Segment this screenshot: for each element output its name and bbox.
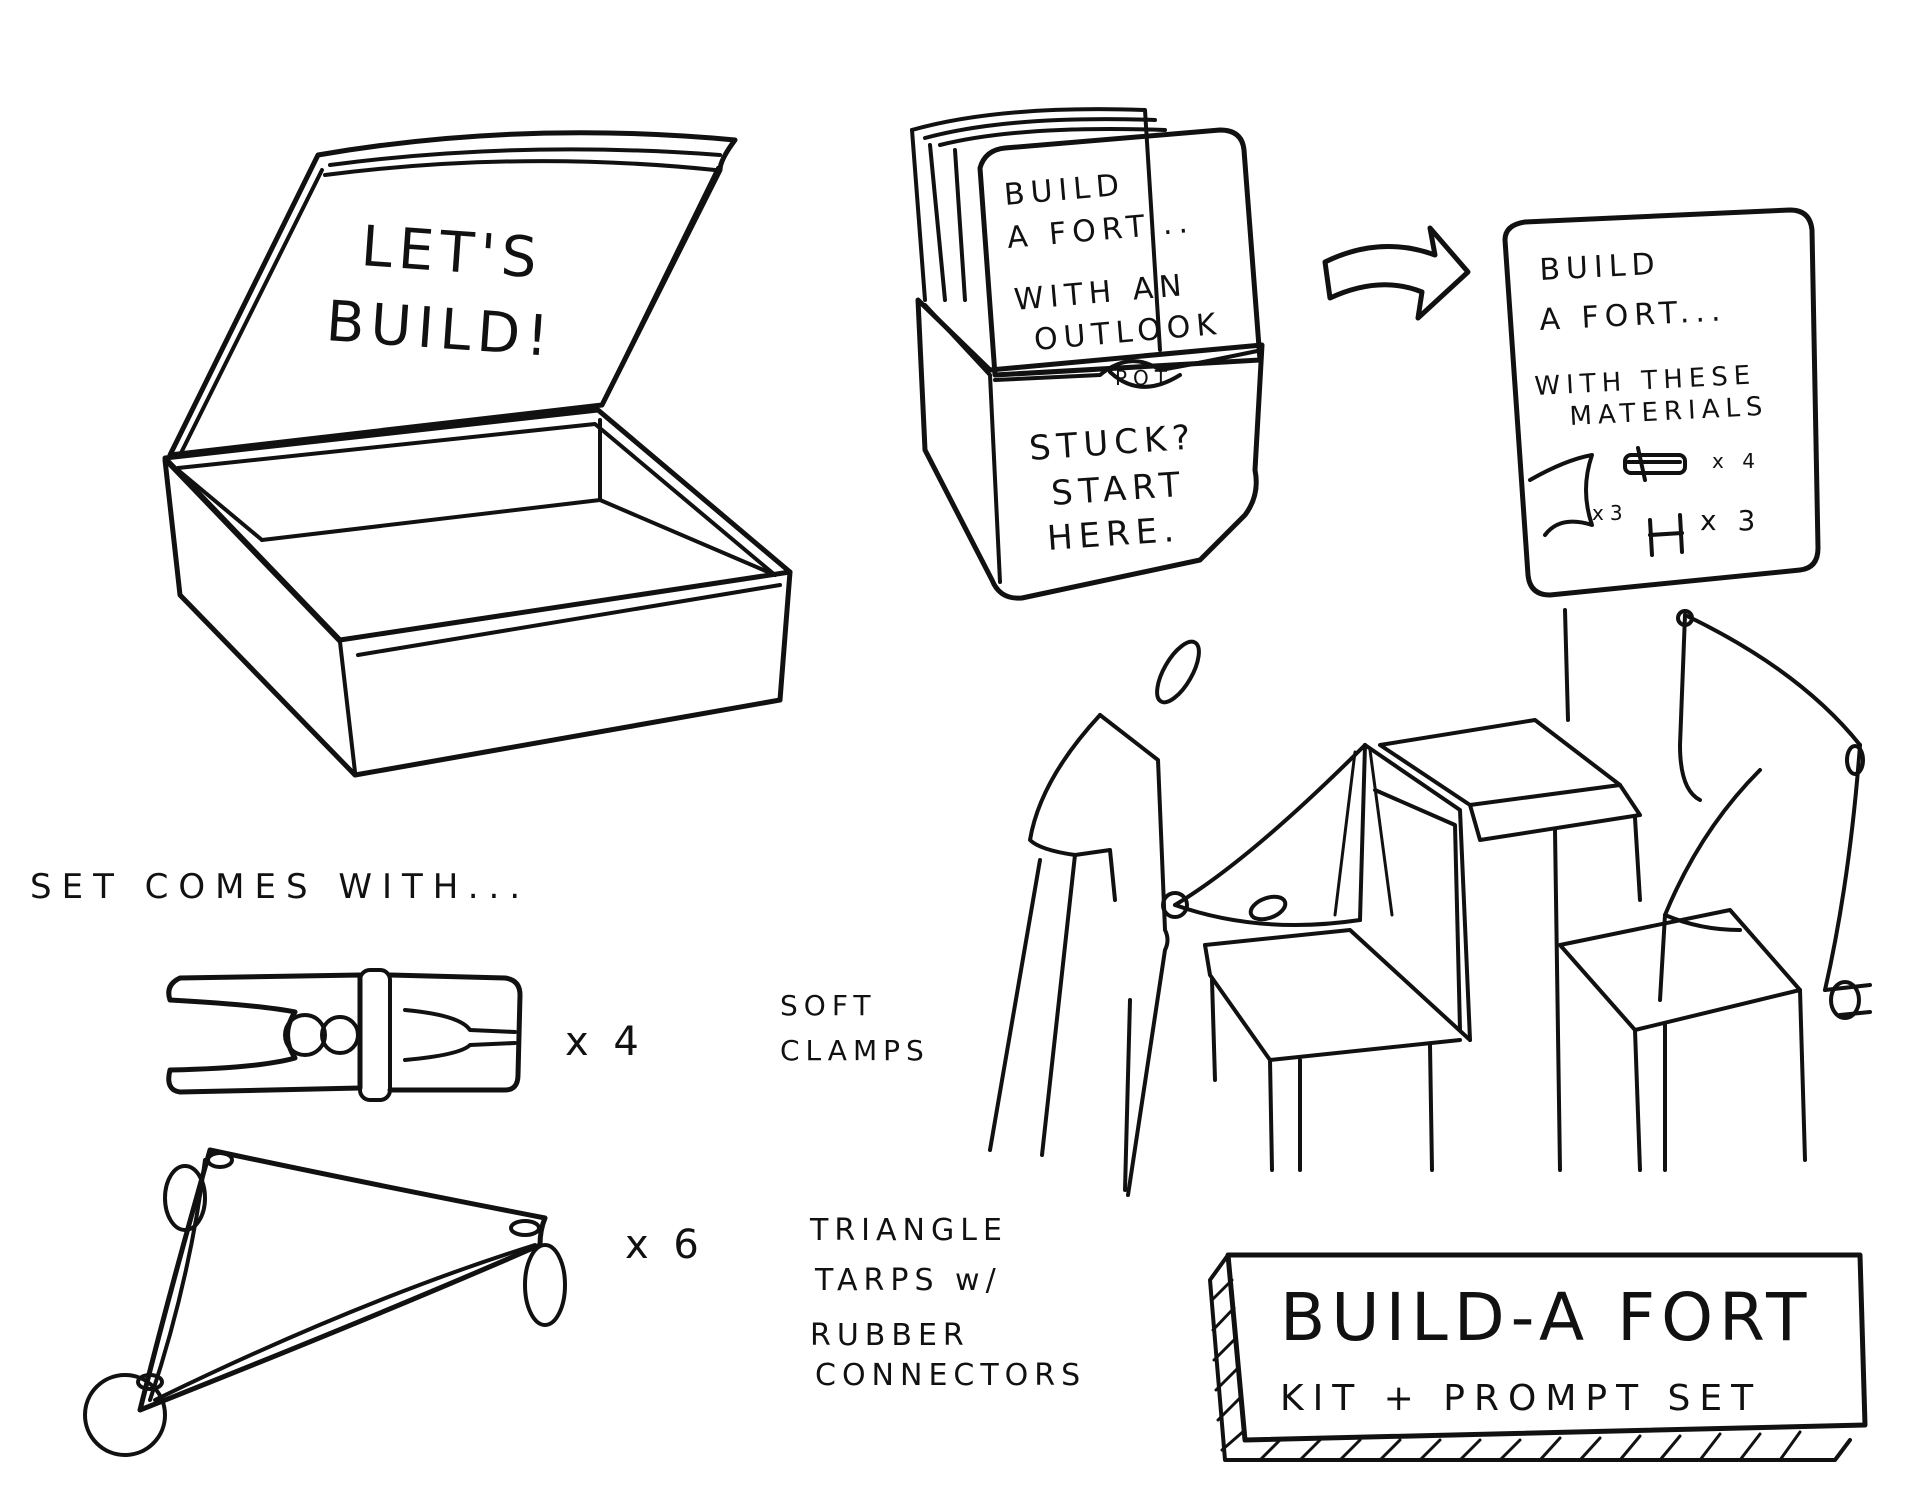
clamps-qty: x 4 <box>565 1019 645 1065</box>
materials-card-line1: BUILD <box>1539 247 1662 288</box>
tarps-qty: x 6 <box>625 1222 705 1268</box>
materials-card-qty-connectors: x 3 <box>1700 504 1761 537</box>
materials-card-line2: A FORT... <box>1539 293 1728 338</box>
contents-heading: SET COMES WITH... <box>30 867 530 907</box>
deck-card-line3: WITH AN <box>1013 268 1189 318</box>
open-box-illustration <box>162 130 793 778</box>
box-lid-line2: BUILD! <box>324 289 557 370</box>
deck-card-line2: A FORT... <box>1006 205 1195 256</box>
soft-clamp-icon <box>166 968 523 1102</box>
deck-holder-line1: STUCK? <box>1028 417 1198 469</box>
deck-holder-line3: HERE. <box>1046 510 1181 559</box>
card-deck-illustration <box>910 107 1265 601</box>
tarps-label-2: TARPS w/ <box>814 1263 1002 1298</box>
materials-card-qty-clamps: x 4 <box>1712 449 1761 473</box>
triangle-tarp-icon <box>83 1147 567 1457</box>
tarps-label-4: CONNECTORS <box>815 1358 1086 1393</box>
product-box-illustration <box>1208 1252 1868 1462</box>
arrow-right-icon <box>1322 225 1471 321</box>
materials-card-illustration <box>1502 207 1821 598</box>
fort-scene-illustration <box>988 608 1872 1197</box>
deck-holder-line2: START <box>1050 465 1187 514</box>
tarps-label-3: RUBBER <box>810 1318 970 1353</box>
clamps-label-2: CLAMPS <box>780 1034 930 1067</box>
product-title: BUILD-A FORT <box>1280 1279 1812 1356</box>
box-lid-line1: LET'S <box>359 214 545 292</box>
tarps-label-1: TRIANGLE <box>809 1213 1008 1248</box>
clamps-label-1: SOFT <box>780 989 877 1022</box>
deck-card-line5: POT <box>1115 366 1173 390</box>
materials-card-qty-tarps: x3 <box>1592 501 1629 525</box>
product-subtitle: KIT + PROMPT SET <box>1280 1378 1762 1419</box>
deck-card-line1: BUILD <box>1003 168 1127 213</box>
